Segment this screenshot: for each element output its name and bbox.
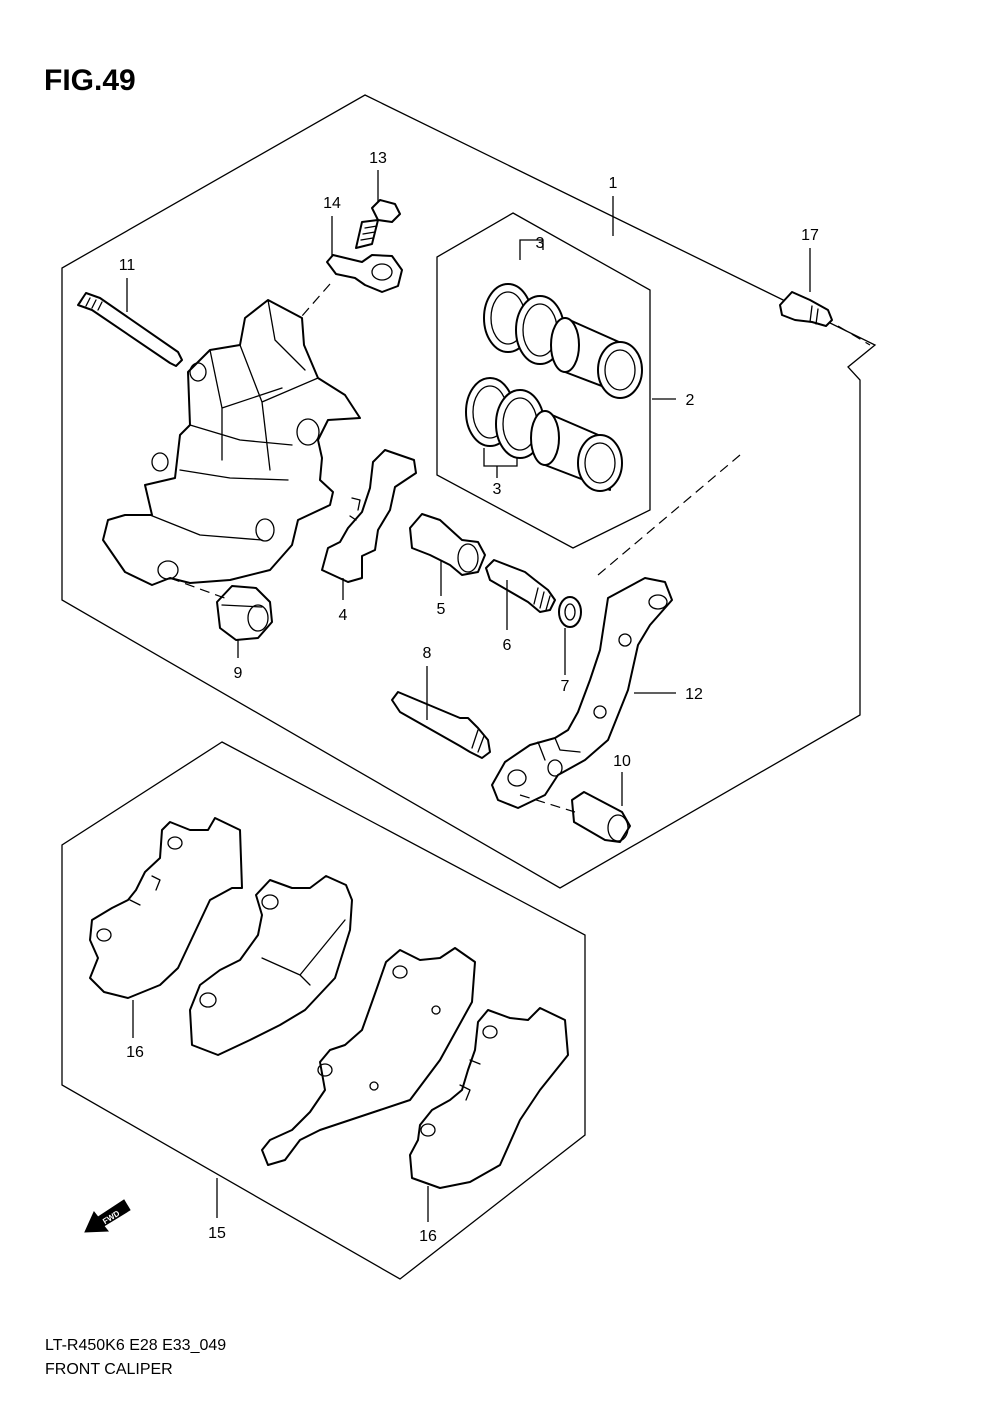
- callout-10: 10: [613, 753, 631, 770]
- slide-pin-part-11: [77, 292, 183, 367]
- callout-15: 15: [208, 1225, 226, 1242]
- callout-3-lower: 3: [493, 481, 502, 498]
- brake-pad-outer-left: [189, 875, 353, 1056]
- callout-16-left: 16: [126, 1044, 144, 1061]
- brake-pad-outer-right: [409, 1007, 569, 1189]
- callout-14: 14: [323, 195, 341, 212]
- callout-12: 12: [685, 686, 703, 703]
- bolt-part-8: [391, 691, 491, 759]
- assembly-guide-lines: [169, 283, 871, 813]
- callout-16-right: 16: [419, 1228, 437, 1245]
- caliper-assembly-frame: [61, 94, 877, 889]
- sleeve-part-5: [409, 513, 486, 576]
- brake-pad-inner-right: [261, 947, 476, 1166]
- callout-labels: 1 2 3 3 4 5 6 7 8 9 10 11 12 13 14 15 16…: [119, 150, 819, 1245]
- callout-8: 8: [423, 645, 432, 662]
- washer-part-7: [558, 596, 582, 628]
- collar-part-10: [571, 791, 631, 843]
- callout-4: 4: [339, 607, 348, 624]
- callout-1: 1: [609, 175, 618, 192]
- brake-pad-inner-left: [89, 817, 243, 999]
- callout-5: 5: [437, 601, 446, 618]
- callout-11: 11: [119, 257, 136, 274]
- boot-part-9: [216, 585, 273, 641]
- callout-9: 9: [234, 665, 243, 682]
- bolt-part-17: [779, 291, 833, 327]
- piston-part-2: [530, 317, 643, 492]
- callout-7: 7: [561, 678, 570, 695]
- callout-13: 13: [369, 150, 387, 167]
- pad-spring-part-4: [321, 449, 417, 583]
- bleeder-valve-part-13: [355, 199, 401, 249]
- callout-3-upper: 3: [536, 235, 545, 252]
- bolt-part-6: [485, 559, 556, 613]
- callout-2: 2: [686, 392, 695, 409]
- callout-6: 6: [503, 637, 512, 654]
- pad-set-frame: [61, 741, 586, 1280]
- callout-17: 17: [801, 227, 819, 244]
- caliper-body: [102, 299, 361, 586]
- piston-set-frame: [436, 212, 651, 549]
- forward-arrow-icon: FWD: [84, 1199, 131, 1233]
- diagram-name: FRONT CALIPER: [45, 1361, 173, 1378]
- figure-title: FIG.49: [44, 64, 136, 97]
- diagram-code: LT-R450K6 E28 E33_049: [45, 1337, 226, 1354]
- leader-lines: [126, 170, 811, 1222]
- bracket-part-12: [491, 577, 673, 809]
- bleeder-cap-part-14: [326, 254, 403, 293]
